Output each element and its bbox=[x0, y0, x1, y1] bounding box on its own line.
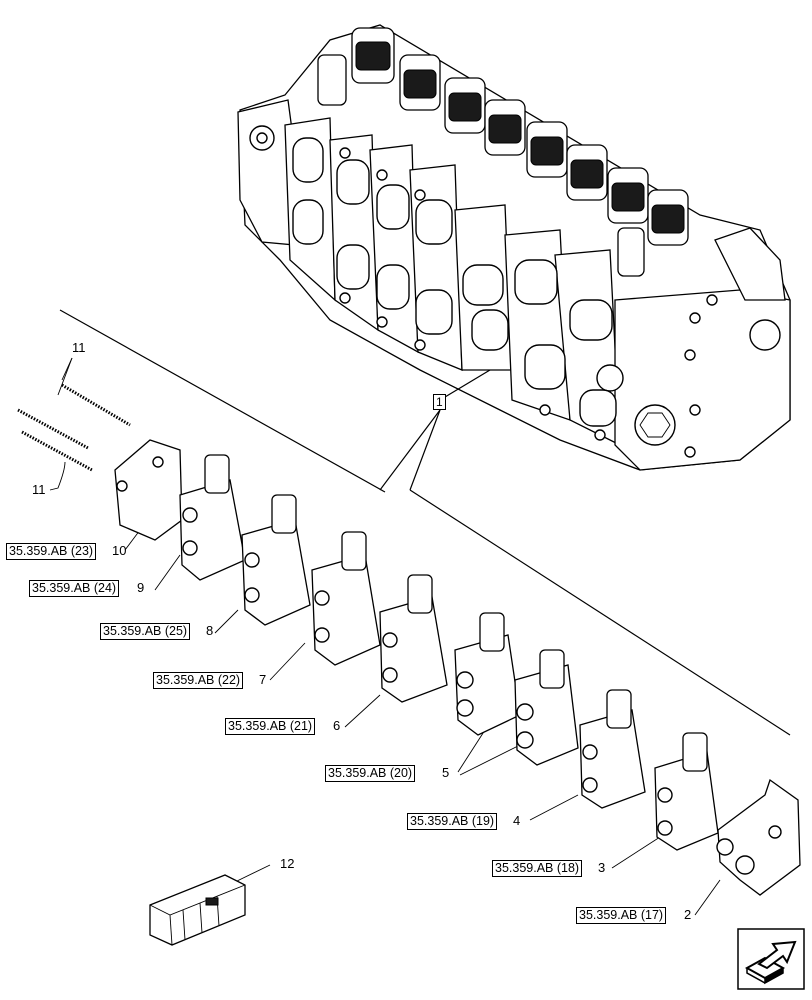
ref-35-359-ab-19[interactable]: 35.359.AB (19) bbox=[407, 813, 498, 830]
item-9: 9 bbox=[137, 580, 145, 595]
next-page-arrow-icon[interactable] bbox=[737, 928, 805, 990]
section-6 bbox=[379, 574, 448, 703]
item-2: 2 bbox=[684, 907, 692, 922]
ref-35-359-ab-22[interactable]: 35.359.AB (22) bbox=[153, 672, 244, 689]
ref-35-359-ab-17[interactable]: 35.359.AB (17) bbox=[576, 907, 667, 924]
item-12: 12 bbox=[280, 856, 295, 871]
section-3 bbox=[654, 732, 719, 851]
section-9 bbox=[179, 454, 246, 581]
item-7: 7 bbox=[259, 672, 267, 687]
ref-35-359-ab-23[interactable]: 35.359.AB (23) bbox=[6, 543, 97, 560]
item-11-bottom: 11 bbox=[32, 482, 46, 497]
ref-35-359-ab-25[interactable]: 35.359.AB (25) bbox=[100, 623, 191, 640]
leader-lines bbox=[49, 309, 791, 916]
ref-35-359-ab-21[interactable]: 35.359.AB (21) bbox=[225, 718, 316, 735]
valve-assembly bbox=[237, 24, 791, 471]
item-10: 10 bbox=[112, 543, 127, 558]
item-5: 5 bbox=[442, 765, 450, 780]
solenoid-coils bbox=[317, 27, 689, 277]
section-5a bbox=[454, 612, 521, 736]
seal-kit-crate bbox=[149, 874, 246, 946]
tie-rods bbox=[17, 383, 131, 472]
section-8 bbox=[241, 494, 311, 626]
ref-35-359-ab-18[interactable]: 35.359.AB (18) bbox=[492, 860, 583, 877]
item-11-top: 11 bbox=[72, 340, 86, 355]
ref-35-359-ab-24[interactable]: 35.359.AB (24) bbox=[29, 580, 120, 597]
end-plate bbox=[114, 439, 183, 541]
inlet-cover bbox=[716, 778, 801, 896]
item-3: 3 bbox=[598, 860, 606, 875]
item-8: 8 bbox=[206, 623, 214, 638]
section-7 bbox=[311, 531, 381, 666]
section-4 bbox=[579, 689, 646, 809]
ref-35-359-ab-20[interactable]: 35.359.AB (20) bbox=[325, 765, 416, 782]
section-5b bbox=[514, 649, 579, 766]
callout-1: 1 bbox=[433, 394, 446, 410]
item-6: 6 bbox=[333, 718, 341, 733]
item-4: 4 bbox=[513, 813, 521, 828]
